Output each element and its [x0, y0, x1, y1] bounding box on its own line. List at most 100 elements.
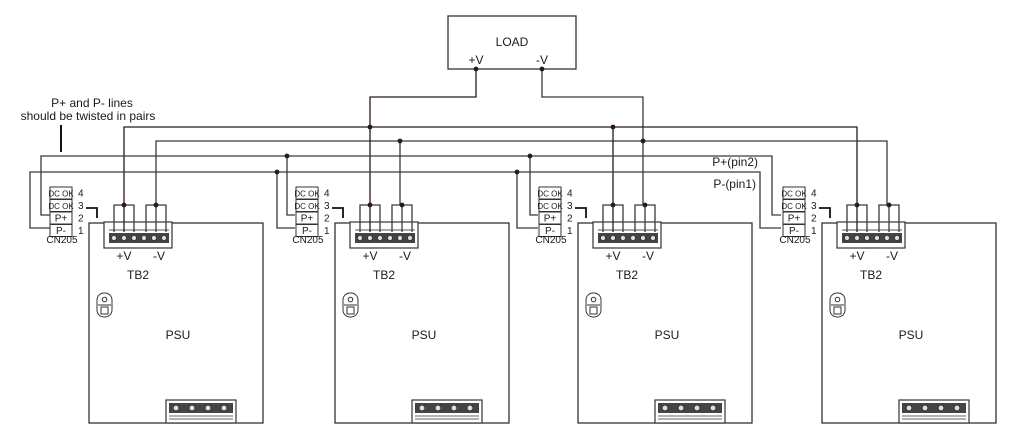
screw-icon: [854, 235, 860, 241]
cn205-label: CN205: [292, 235, 324, 246]
cn205-pin-number: 2: [78, 214, 84, 225]
psu-label: PSU: [899, 328, 924, 342]
psu-body: [577, 222, 753, 424]
load-block: LOAD +V -V: [447, 15, 577, 70]
tb2-label: TB2: [373, 268, 395, 282]
junction-dot: [367, 124, 373, 130]
cn205-pin-label: DC OK: [781, 190, 807, 199]
junction-dot: [121, 202, 127, 208]
cn205-label: CN205: [779, 235, 811, 246]
cn205-pin-label: DC OK: [294, 202, 320, 211]
cn205-pin-label: P-: [545, 226, 555, 237]
cn205-pin-number: 1: [567, 226, 573, 237]
input-terminal-screws: [658, 403, 722, 413]
screw-icon: [650, 235, 656, 241]
screw-icon: [874, 235, 880, 241]
pot-screw-icon: [834, 296, 841, 303]
junction-dot: [642, 202, 648, 208]
junction-dot: [274, 169, 280, 175]
cn205-pin-number: 4: [811, 189, 817, 200]
cn205-pin-label: DC OK: [537, 190, 563, 199]
cn205-pin-cell: [295, 224, 319, 237]
input-terminal-screws: [415, 403, 479, 413]
screw-icon: [693, 404, 701, 412]
led-icon: [833, 306, 842, 315]
junction-dot: [284, 153, 290, 159]
psu-body: [334, 222, 510, 424]
tb2-minus-label: -V: [153, 249, 165, 263]
screw-icon: [640, 235, 646, 241]
tb2-label: TB2: [860, 268, 882, 282]
cn205-pin-number: 1: [811, 226, 817, 237]
tb2-plus-label: +V: [849, 249, 864, 263]
cn205-pin-cell: [782, 224, 806, 237]
junction-dot: [610, 124, 616, 130]
junction-dots: [274, 66, 646, 175]
screw-icon: [407, 235, 413, 241]
minus-v-bus: [155, 140, 888, 205]
tb2-screw-strip: [842, 233, 902, 243]
cn205-label: CN205: [535, 235, 567, 246]
load-minus-wire: [541, 69, 644, 141]
screw-icon: [450, 404, 458, 412]
screw-icon: [600, 235, 606, 241]
junction-dot: [539, 66, 545, 72]
load-minus-label: -V: [536, 53, 548, 67]
screw-icon: [131, 235, 137, 241]
screw-icon: [111, 235, 117, 241]
screw-icon: [677, 404, 685, 412]
tb2-minus-label: -V: [642, 249, 654, 263]
cn205-pin-number: 3: [78, 201, 84, 212]
cn205-pin-label: P+: [788, 214, 801, 225]
screw-icon: [172, 404, 180, 412]
cn205-pin-label: DC OK: [48, 202, 74, 211]
cn205-pin-number: 3: [324, 201, 330, 212]
cn205-pin-number: 3: [811, 201, 817, 212]
cn205-pin-number: 4: [324, 189, 330, 200]
tb2-plus-label: +V: [605, 249, 620, 263]
screw-icon: [418, 404, 426, 412]
screw-icon: [630, 235, 636, 241]
junction-dot: [514, 169, 520, 175]
p-plus-sense-wire: [40, 155, 781, 216]
junction-dot: [153, 202, 159, 208]
psu3-p-minus-drop: [516, 172, 538, 229]
screw-icon: [894, 235, 900, 241]
screw-icon: [357, 235, 363, 241]
cn205-pin-number: 4: [567, 189, 573, 200]
cn205-pin-label: P+: [544, 214, 557, 225]
load-plus-wire: [369, 69, 477, 127]
tb2-screw-strip: [355, 233, 415, 243]
screw-icon: [387, 235, 393, 241]
screw-icon: [466, 404, 474, 412]
junction-dot: [854, 202, 860, 208]
cn205-pin-number: 1: [78, 226, 84, 237]
screw-icon: [141, 235, 147, 241]
junction-dot: [886, 202, 892, 208]
tb2-plus-label: +V: [116, 249, 131, 263]
p-minus-wire-label: P-(pin1): [713, 177, 756, 191]
cn205-pin-cell: [49, 224, 73, 237]
dcok-bracket: [332, 207, 344, 218]
tb2-label: TB2: [616, 268, 638, 282]
cn205-pin-label: DC OK: [48, 190, 74, 199]
psu-label: PSU: [412, 328, 437, 342]
screw-icon: [953, 404, 961, 412]
screw-icon: [434, 404, 442, 412]
junction-dot: [527, 153, 533, 159]
cn205-pin-label: P-: [56, 226, 66, 237]
screw-icon: [188, 404, 196, 412]
psu-body: [88, 222, 264, 424]
cn205-pin-label: P+: [301, 214, 314, 225]
led-icon: [589, 306, 598, 315]
pot-screw-icon: [347, 296, 354, 303]
wires: [29, 69, 888, 229]
tb2-label: TB2: [127, 268, 149, 282]
load-label: LOAD: [496, 35, 529, 49]
junction-dot: [399, 202, 405, 208]
